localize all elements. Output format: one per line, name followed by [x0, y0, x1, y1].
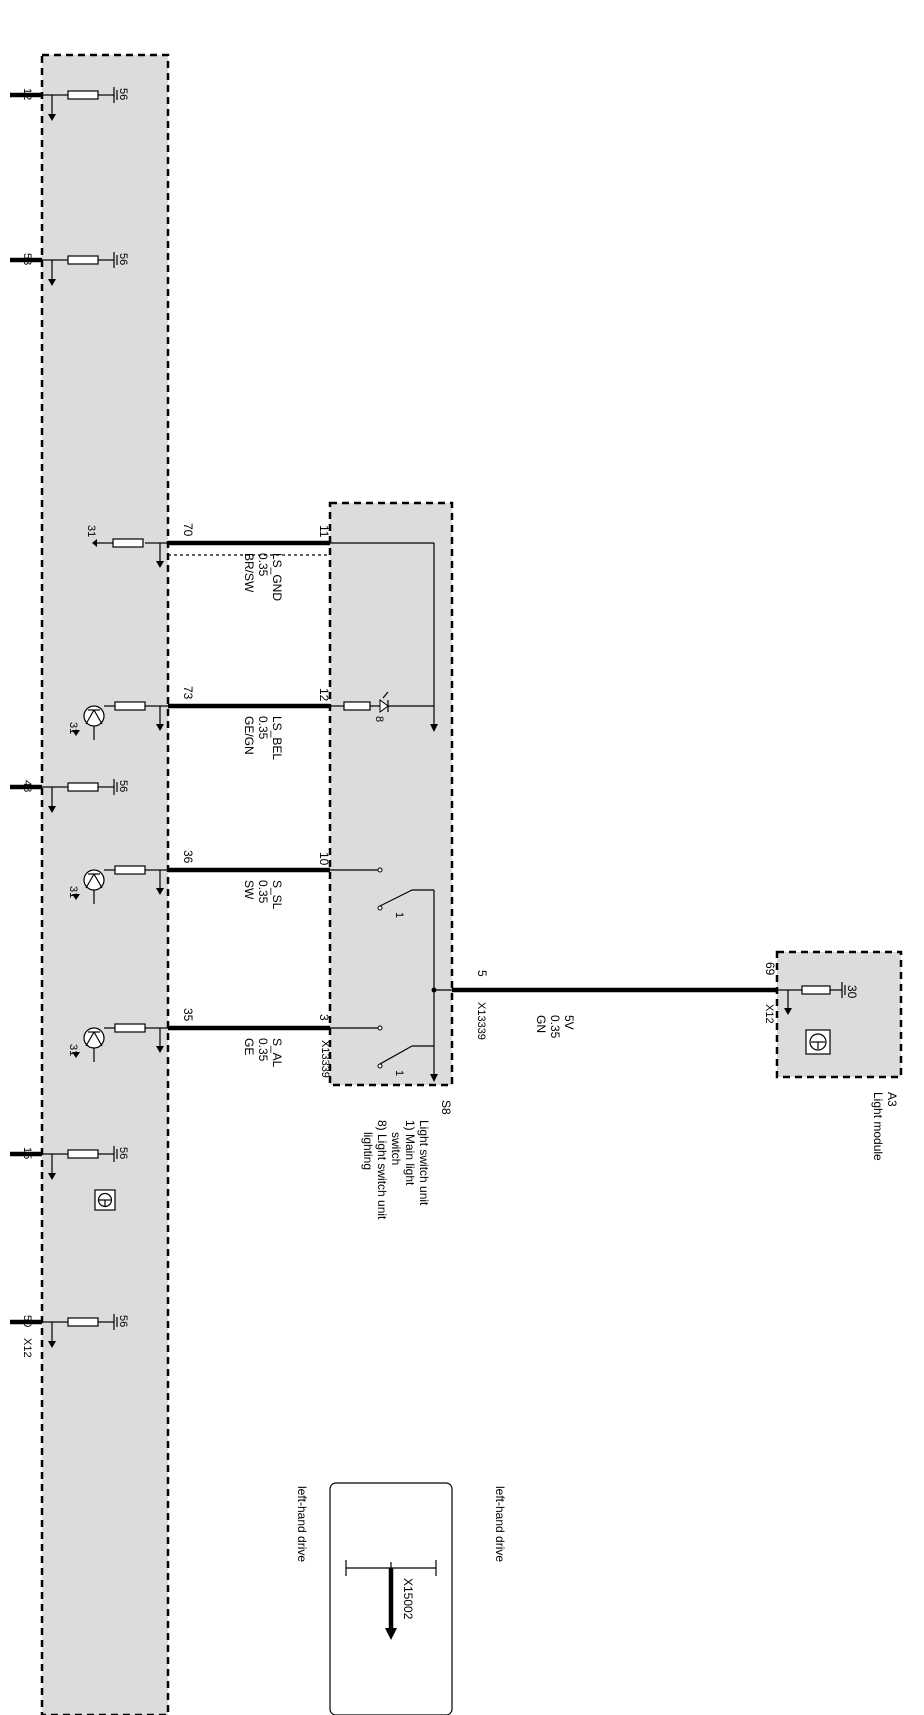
variant-label-bottom: left-hand drive	[295, 1486, 309, 1562]
wire-70-color: BR/SW	[242, 553, 256, 593]
left-pin-12-circuit	[10, 87, 118, 121]
wire-73-left-pin: 73	[181, 686, 195, 700]
left-pin-53-number: 53	[21, 253, 33, 265]
left-pin-48-ground: 56	[117, 780, 129, 792]
wire-35-s8-pin: 3	[317, 1014, 331, 1021]
wire-70-11	[168, 540, 330, 556]
pin-36-ground-ref: 31	[67, 886, 79, 898]
wire-73-name: LS_BEL	[270, 716, 284, 760]
wire-36-s8-pin: 10	[317, 852, 331, 866]
left-pin-53-ground: 56	[117, 253, 129, 265]
variant-connector-symbol	[345, 1560, 437, 1640]
left-module-connector: X12	[21, 1338, 33, 1358]
a3-internal-circuit	[777, 982, 846, 1055]
pin-73-ground-ref: 31	[67, 722, 79, 734]
wire-73-color: GE/GN	[242, 716, 256, 755]
wire-35-name: S_AL	[270, 1038, 284, 1068]
s8-led-ref: 8	[373, 716, 385, 722]
supply-wire-from-pin: 5	[475, 970, 489, 977]
supply-wire-name: 5V	[562, 1015, 576, 1030]
supply-wire-to-pin: 69	[763, 962, 777, 976]
wire-73-size: 0.35	[256, 716, 270, 740]
wire-73-s8-pin: 12	[317, 688, 331, 702]
s8-part-3: 8) Light switch unit	[375, 1120, 389, 1220]
wire-70-s8-pin: 11	[317, 525, 331, 538]
a3-id: A3	[885, 1092, 899, 1107]
left-pin-12-number: 12	[21, 88, 33, 100]
wire-70-left-pin: 70	[181, 523, 195, 537]
a3-ground-pin: 30	[845, 985, 859, 999]
a3-connector: X12	[763, 1004, 775, 1024]
left-pin-48-circuit	[10, 779, 118, 813]
s8-internal-circuit	[330, 542, 452, 1082]
pin-73-internal	[72, 701, 168, 740]
supply-wire-color: GN	[534, 1015, 548, 1033]
wire-36-color: SW	[242, 880, 256, 900]
s8-switch-ref-b: 1	[393, 1070, 405, 1076]
left-pin-50-number: 50	[21, 1315, 33, 1327]
s8-id: S8	[439, 1100, 453, 1115]
s8-title: Light switch unit	[417, 1120, 431, 1206]
left-pin-12-ground: 56	[117, 88, 129, 100]
left-control-module-box	[40, 53, 170, 1715]
variant-label-top: left-hand drive	[493, 1486, 507, 1562]
s8-connector-left: X13339	[319, 1040, 331, 1078]
wire-36-left-pin: 36	[181, 850, 195, 864]
variant-connector-label: X15002	[401, 1578, 415, 1620]
s8-part-2: switch	[389, 1132, 403, 1165]
wire-35-color: GE	[242, 1038, 256, 1055]
left-pin-50-circuit	[10, 1314, 118, 1348]
left-pin-53-circuit	[10, 252, 118, 286]
s8-switch-ref-a: 1	[393, 912, 405, 918]
a3-title: Light module	[871, 1092, 885, 1161]
wire-36-size: 0.35	[256, 880, 270, 904]
wire-36-name: S_SL	[270, 880, 284, 910]
s8-part-1: 1) Main light	[403, 1120, 417, 1186]
supply-wire-size: 0.35	[548, 1015, 562, 1039]
pin-35-internal	[72, 1023, 168, 1062]
pin-70-ground-ref: 31	[85, 525, 97, 537]
pin-70-internal	[92, 538, 168, 568]
wire-35-left-pin: 35	[181, 1008, 195, 1022]
left-pin-15-circuit	[10, 1146, 118, 1211]
left-pin-50-ground: 56	[117, 1315, 129, 1327]
left-pin-15-ground: 56	[117, 1147, 129, 1159]
wire-70-size: 0.35	[256, 553, 270, 577]
wire-70-name: LS_GND	[270, 553, 284, 601]
light-module-box	[775, 950, 903, 1079]
pin-35-ground-ref: 31	[67, 1044, 79, 1056]
light-switch-unit-box	[328, 501, 454, 1087]
wire-35-size: 0.35	[256, 1038, 270, 1062]
left-pin-15-number: 15	[21, 1147, 33, 1159]
s8-part-4: lighting	[361, 1132, 375, 1170]
left-pin-48-number: 48	[21, 780, 33, 792]
supply-wire-connector: X13339	[475, 1002, 487, 1040]
pin-36-internal	[72, 865, 168, 904]
